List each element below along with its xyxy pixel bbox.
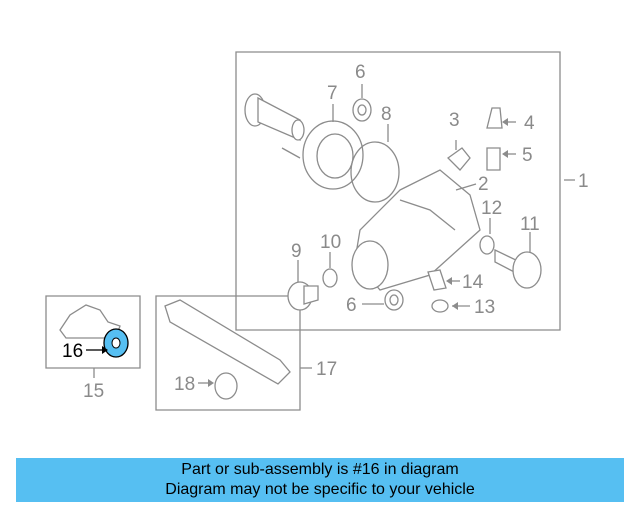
- callout-6-lower: 6: [346, 295, 357, 316]
- callout-4: 4: [524, 113, 535, 134]
- part-3-bracket: [446, 147, 471, 171]
- callout-numbers: 1 2 3 4 5 6 7 8 9 10 11 12 13 14 6 15 16…: [62, 62, 589, 402]
- callout-18: 18: [174, 374, 195, 395]
- part-8-o-ring: [350, 141, 400, 203]
- banner-line-1: Part or sub-assembly is #16 in diagram: [181, 461, 459, 478]
- part-4-vent-cap: [486, 107, 503, 129]
- part-5-plug: [486, 147, 501, 171]
- parts-diagram: 1 2 3 4 5 6 7 8 9 10 11 12 13 14 6 15 16…: [45, 51, 589, 411]
- callout-1: 1: [578, 171, 589, 192]
- banner-line-2: Diagram may not be specific to your vehi…: [165, 481, 475, 498]
- callout-17: 17: [316, 359, 337, 380]
- part-16-arrow: [86, 346, 108, 354]
- part-9-flange: [287, 281, 319, 311]
- main-assembly-frame: [235, 51, 561, 331]
- callout-9: 9: [291, 241, 302, 262]
- callout-11: 11: [520, 214, 540, 235]
- part-12-seal: [479, 235, 495, 255]
- callout-arrows: [208, 118, 508, 387]
- part-10-seal: [322, 268, 338, 288]
- callout-14: 14: [462, 272, 484, 293]
- callout-5: 5: [522, 145, 533, 166]
- part-18-mount: [214, 372, 238, 400]
- callout-7: 7: [327, 83, 338, 104]
- part-11-output-flange: [494, 248, 542, 289]
- callout-12: 12: [481, 198, 502, 219]
- callout-15: 15: [83, 381, 104, 402]
- callout-2: 2: [478, 174, 489, 195]
- part-7-cover: [281, 120, 364, 190]
- info-banner: Part or sub-assembly is #16 in diagram D…: [16, 458, 624, 502]
- callout-3: 3: [449, 110, 460, 131]
- part-15-mount-bracket: [59, 304, 121, 339]
- part-16-mount-highlighted: [103, 328, 129, 358]
- callout-13: 13: [474, 297, 495, 318]
- mount-bracket-frame: [45, 295, 141, 369]
- callout-16: 16: [62, 341, 83, 362]
- part-7-flange-shaft: [244, 93, 305, 141]
- part-13-washer: [431, 299, 449, 313]
- callout-6-top: 6: [355, 62, 366, 83]
- part-6-seal-lower: [384, 289, 404, 311]
- part-17-crossmember: [164, 299, 291, 385]
- callout-8: 8: [381, 104, 392, 125]
- part-14-bushing: [427, 269, 447, 291]
- crossmember-frame: [155, 295, 301, 411]
- part-6-seal-top: [352, 98, 372, 122]
- part-2-housing: [351, 169, 481, 291]
- callout-10: 10: [320, 232, 341, 253]
